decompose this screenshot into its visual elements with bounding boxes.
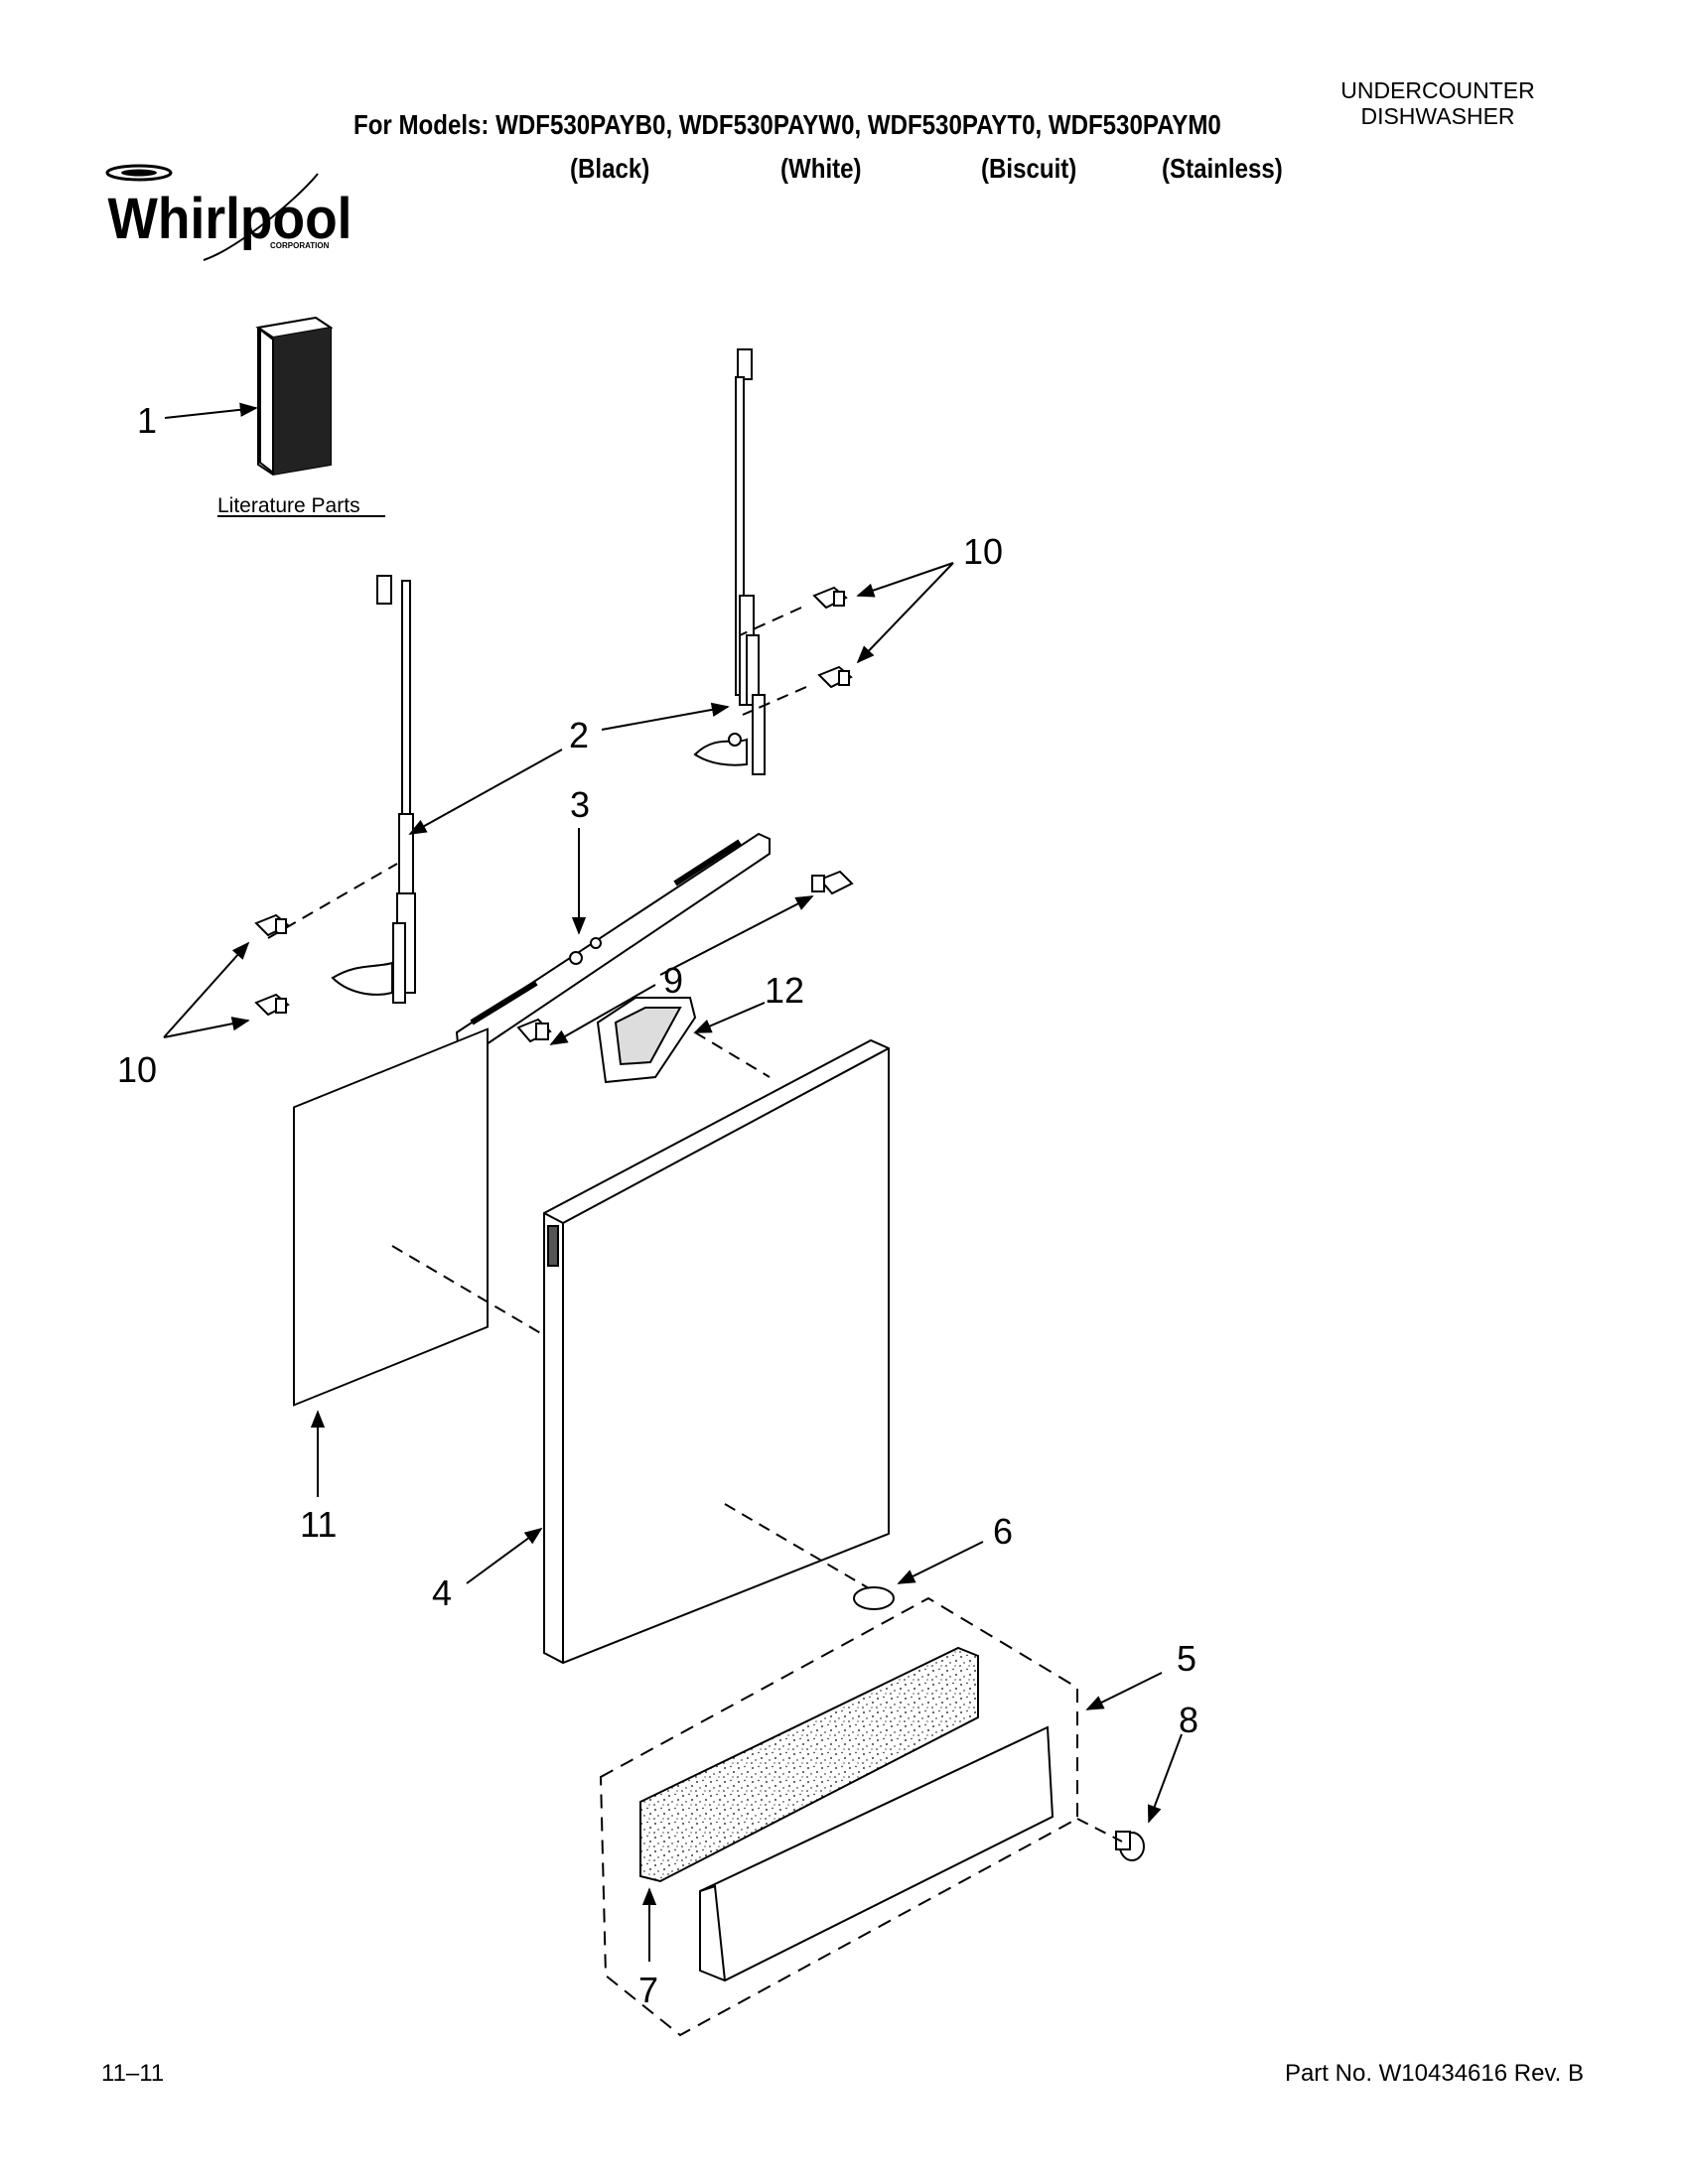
screw-9-left [516,1018,552,1043]
callout-11: 11 [300,1504,337,1545]
color-black: (Black) [570,153,650,184]
foam-insulation-strip [639,1646,979,1883]
door-handle [596,997,697,1084]
callout-5: 5 [1177,1638,1196,1679]
callout-2: 2 [569,715,589,755]
door-seal-ring [853,1586,895,1610]
footer-part-number: Part No. W10434616 Rev. B [1284,2060,1584,2087]
screw-9-right [811,870,854,895]
screw-10-upper-a [812,586,848,610]
brand-wordmark: Whirlpool [108,187,352,251]
literature-parts-book [255,316,334,477]
callout-6: 6 [993,1511,1013,1552]
models-line: For Models: WDF530PAYB0, WDF530PAYW0, WD… [353,109,1221,140]
literature-parts-label: Literature Parts [217,494,360,517]
leader-arrows [163,562,1183,1962]
callout-9: 9 [663,960,683,1001]
callout-10-lower: 10 [117,1049,157,1090]
category-line-2: DISHWASHER [1360,103,1515,129]
callout-4: 4 [432,1572,452,1613]
product-category: UNDERCOUNTER DISHWASHER [1309,77,1567,129]
color-stainless: (Stainless) [1162,153,1283,184]
footer-date: 11–11 [101,2060,165,2087]
callout-1: 1 [137,400,157,441]
callout-8: 8 [1179,1700,1198,1740]
access-toe-panel [699,1725,1055,1982]
callout-7: 7 [638,1970,658,2010]
color-biscuit: (Biscuit) [981,153,1077,184]
callout-12: 12 [765,970,804,1011]
door-hinge-left [331,575,416,1004]
category-line-1: UNDERCOUNTER [1340,77,1535,103]
alignment-lines [267,607,1123,1843]
color-white: (White) [780,153,862,184]
screw-10-lower-b [254,993,290,1017]
outer-door-panel [543,1038,890,1665]
whirlpool-logo: Whirlpool CORPORATION [105,164,352,261]
assembly-outline-dashed [599,1596,1078,2037]
insulation-panel [293,1027,489,1407]
callout-10-upper: 10 [963,531,1003,572]
brand-corporation: CORPORATION [270,241,330,250]
door-hinge-right [693,348,766,775]
toe-panel-screw [1115,1831,1145,1861]
callout-3: 3 [570,784,590,825]
screw-10-upper-b [817,665,853,689]
screw-10-lower-a [254,913,290,937]
